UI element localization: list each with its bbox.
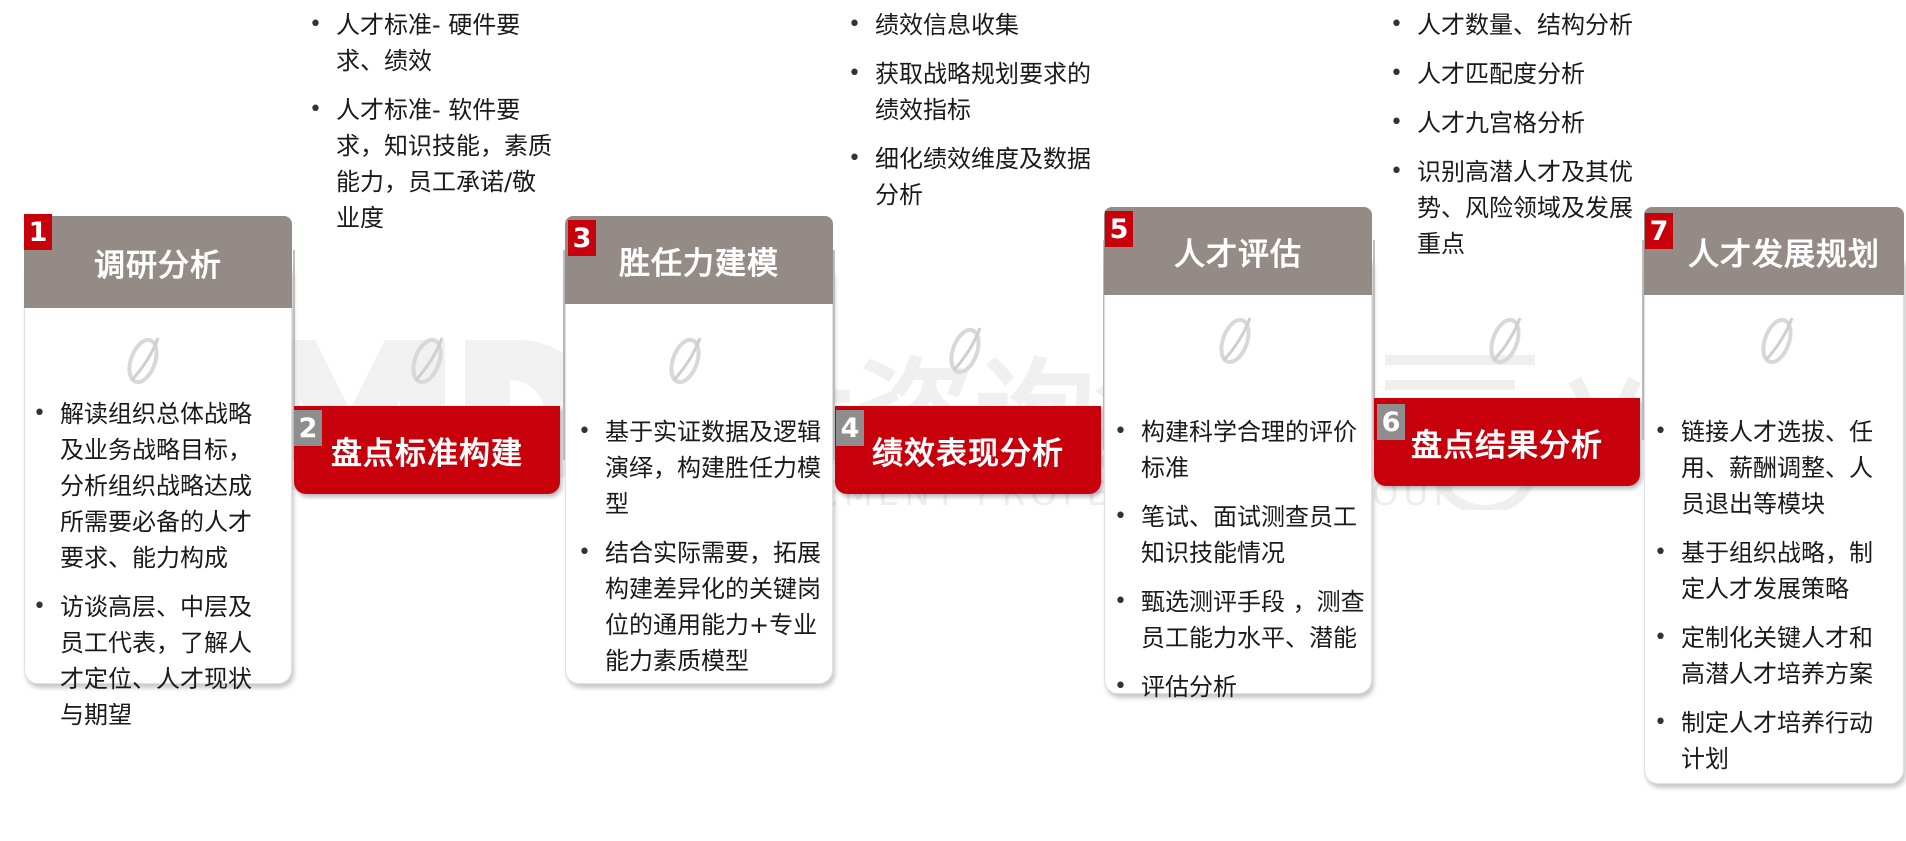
planet-icon (949, 327, 982, 375)
step-4-bullet: 绩效信息收集 (845, 7, 1100, 43)
step-5-bullet: 评估分析 (1111, 669, 1369, 705)
step-5-bullet: 构建科学合理的评价标准 (1111, 414, 1369, 486)
planet-icon (669, 337, 702, 385)
step-1-header: 调研分析 (24, 216, 292, 308)
step-4-number: 4 (836, 410, 864, 446)
planet-icon (1761, 317, 1794, 365)
step-7-header: 人才发展规划 (1644, 207, 1904, 295)
step-6-bullet: 识别高潜人才及其优势、风险领域及发展重点 (1387, 154, 1645, 262)
step-5-bullet: 笔试、面试测查员工知识技能情况 (1111, 499, 1369, 571)
step-6-bullets: 人才数量、结构分析 人才匹配度分析 人才九宫格分析 识别高潜人才及其优势、风险领… (1387, 7, 1645, 275)
step-2-header: 盘点标准构建 (294, 406, 560, 494)
step-5-bullets: 构建科学合理的评价标准 笔试、面试测查员工知识技能情况 甄选测评手段 ，测查员工… (1111, 414, 1369, 718)
planet-icon (1489, 317, 1522, 365)
step-5-bullet: 甄选测评手段 ，测查员工能力水平、潜能 (1111, 584, 1369, 656)
step-divider (293, 250, 295, 460)
step-divider (1373, 240, 1375, 440)
step-7-bullet: 制定人才培养行动计划 (1651, 705, 1896, 777)
step-divider (563, 250, 565, 460)
step-1-bullet: 解读组织总体战略及业务战略目标，分析组织战略达成所需要必备的人才要求、能力构成 (30, 396, 275, 576)
step-2-bullets: 人才标准- 硬件要求、绩效 人才标准- 软件要求，知识技能，素质能力，员工承诺/… (306, 7, 556, 249)
step-5-header: 人才评估 (1104, 207, 1372, 295)
step-3-bullets: 基于实证数据及逻辑演绎，构建胜任力模型 结合实际需要，拓展构建差异化的关键岗位的… (575, 414, 825, 692)
planet-icon (411, 337, 444, 385)
step-7-bullet: 基于组织战略，制定人才发展策略 (1651, 535, 1896, 607)
step-6-number: 6 (1377, 404, 1405, 440)
step-3-bullet: 结合实际需要，拓展构建差异化的关键岗位的通用能力+专业能力素质模型 (575, 535, 825, 679)
step-3-number: 3 (568, 220, 596, 256)
step-7-number: 7 (1645, 213, 1673, 249)
step-4-header: 绩效表现分析 (835, 406, 1101, 494)
step-divider (1642, 240, 1644, 440)
step-6-bullet: 人才数量、结构分析 (1387, 7, 1645, 43)
step-7-bullets: 链接人才选拔、任用、薪酬调整、人员退出等模块 基于组织战略，制定人才发展策略 定… (1651, 414, 1896, 790)
step-2-bullet: 人才标准- 软件要求，知识技能，素质能力，员工承诺/敬业度 (306, 92, 556, 236)
planet-icon (127, 337, 160, 385)
step-2-bullet: 人才标准- 硬件要求、绩效 (306, 7, 556, 79)
step-6-header: 盘点结果分析 (1374, 398, 1640, 486)
step-4-bullets: 绩效信息收集 获取战略规划要求的绩效指标 细化绩效维度及数据分析 (845, 7, 1100, 226)
step-divider (833, 250, 835, 460)
step-3-header: 胜任力建模 (565, 216, 833, 304)
step-7-bullet: 定制化关键人才和高潜人才培养方案 (1651, 620, 1896, 692)
step-1-number: 1 (24, 214, 52, 250)
step-6-bullet: 人才九宫格分析 (1387, 105, 1645, 141)
step-7-bullet: 链接人才选拔、任用、薪酬调整、人员退出等模块 (1651, 414, 1896, 522)
step-1-bullet: 访谈高层、中层及员工代表，了解人才定位、人才现状与期望 (30, 589, 275, 733)
step-3-bullet: 基于实证数据及逻辑演绎，构建胜任力模型 (575, 414, 825, 522)
planet-icon (1219, 317, 1252, 365)
step-1-bullets: 解读组织总体战略及业务战略目标，分析组织战略达成所需要必备的人才要求、能力构成 … (30, 396, 275, 746)
step-4-bullet: 获取战略规划要求的绩效指标 (845, 56, 1100, 128)
step-6-bullet: 人才匹配度分析 (1387, 56, 1645, 92)
step-2-number: 2 (294, 410, 322, 446)
step-4-bullet: 细化绩效维度及数据分析 (845, 141, 1100, 213)
step-5-number: 5 (1105, 211, 1133, 247)
